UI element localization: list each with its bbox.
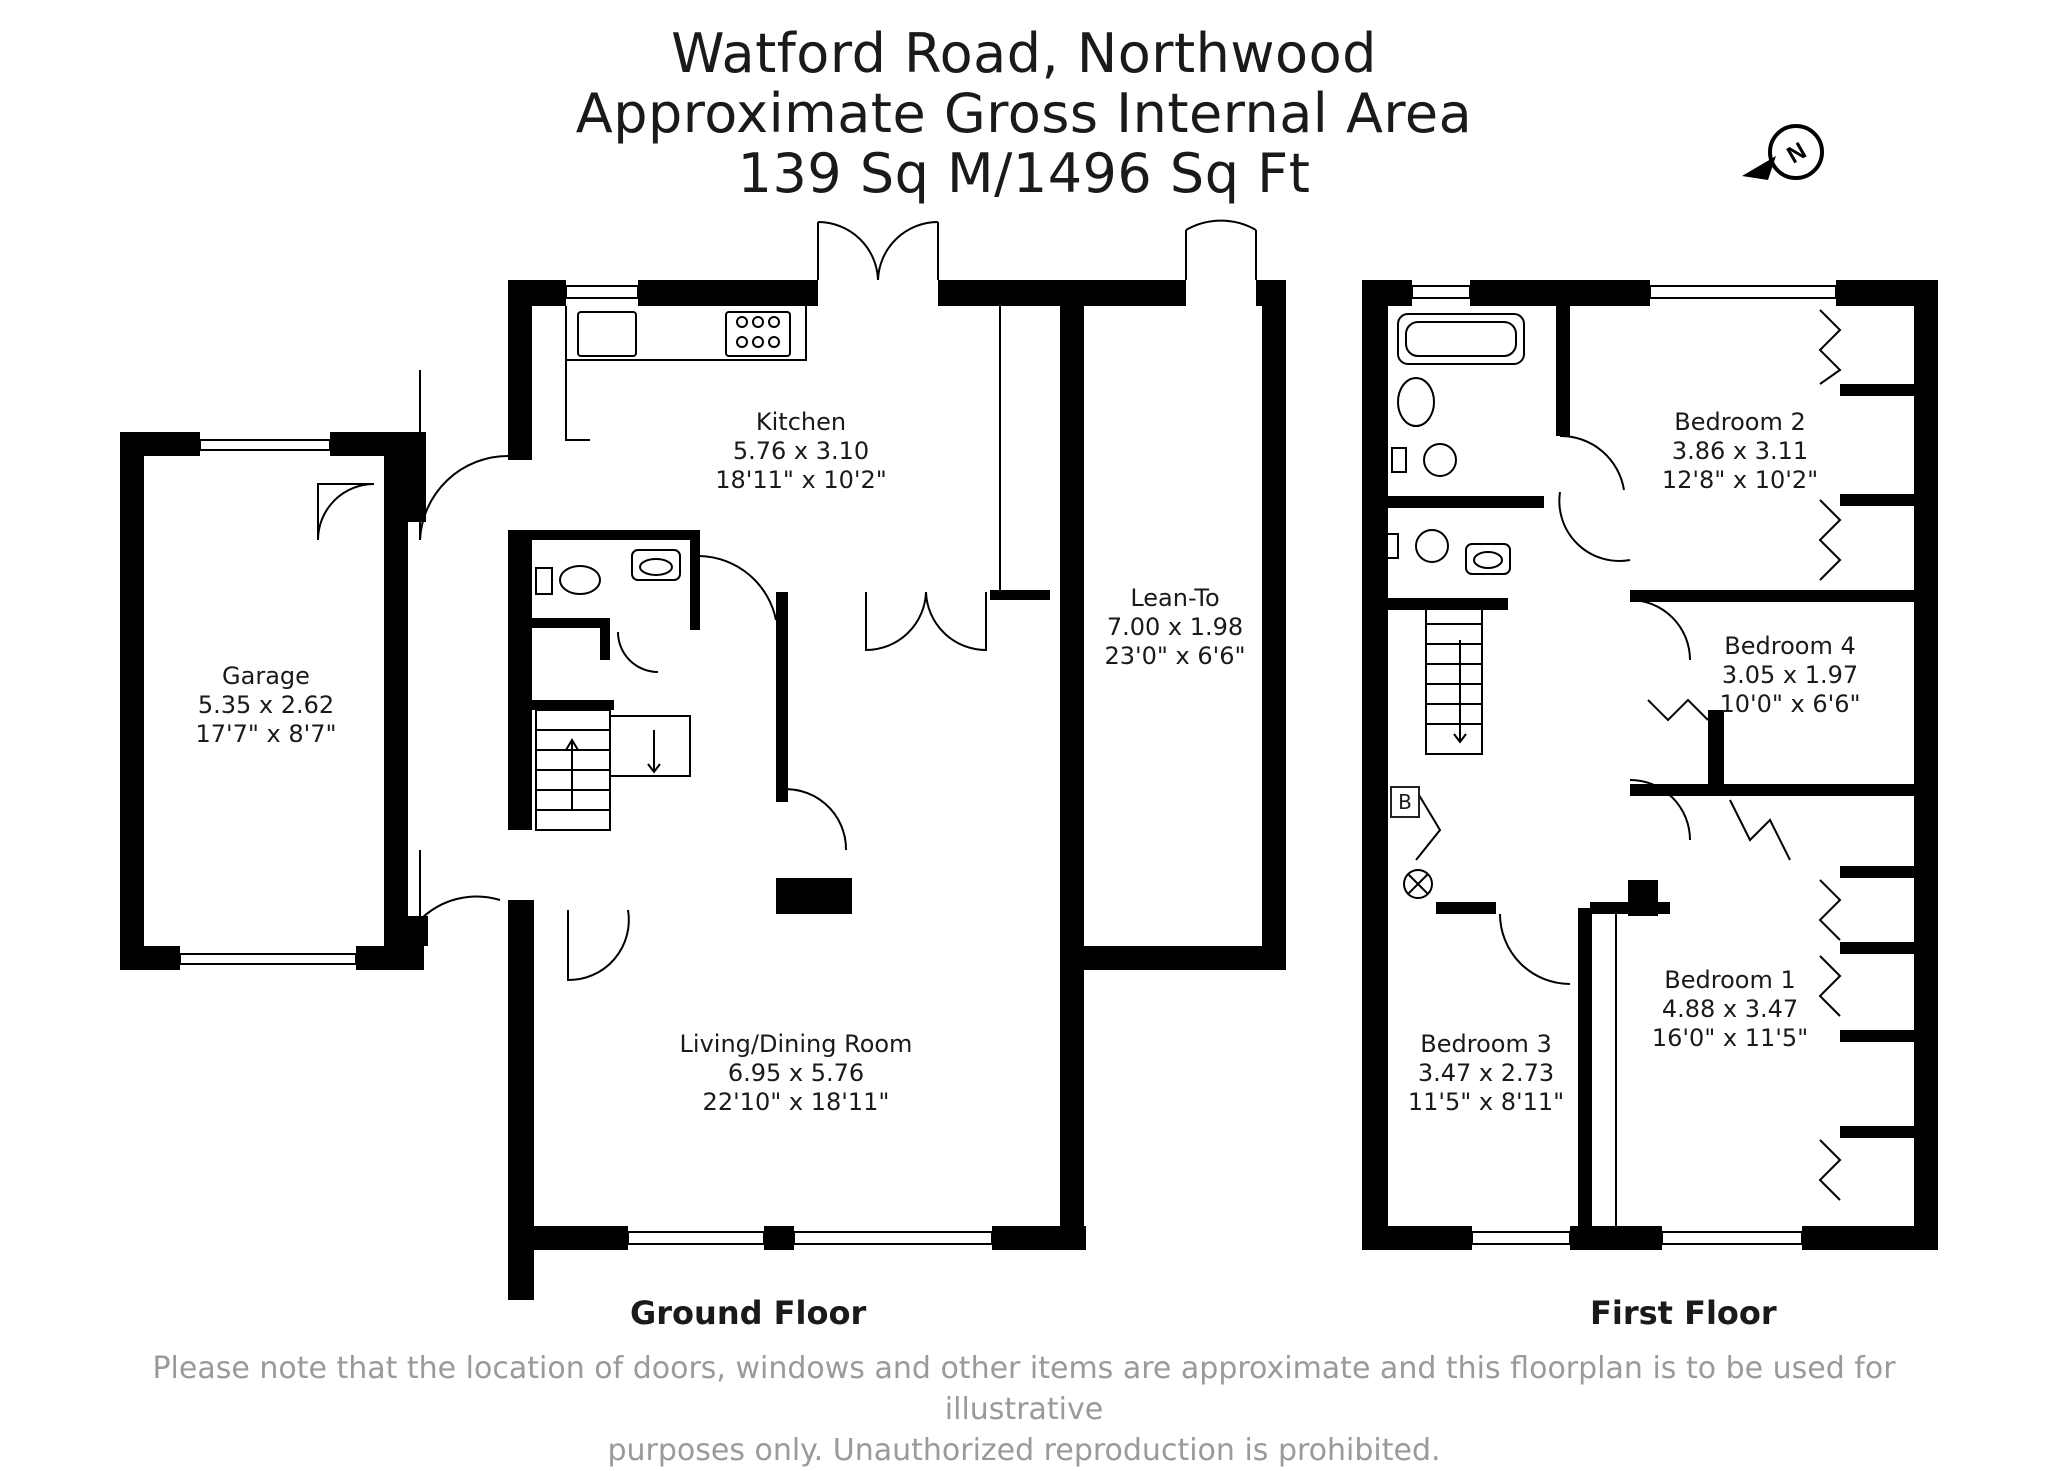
- header: Watford Road, Northwood Approximate Gros…: [0, 24, 2048, 204]
- room-imperial: 18'11" x 10'2": [715, 466, 887, 494]
- room-imperial: 12'8" x 10'2": [1661, 466, 1819, 494]
- room-name: Bedroom 4: [1724, 632, 1856, 660]
- room-name: Kitchen: [755, 408, 847, 436]
- ground-floor-walls: [120, 280, 1286, 1300]
- room-bedroom-1: Bedroom 1 4.88 x 3.47 16'0" x 11'5": [1640, 966, 1820, 1053]
- room-metric: 3.05 x 1.97: [1721, 661, 1859, 689]
- room-metric: 5.76 x 3.10: [732, 437, 870, 465]
- north-label: N: [1782, 137, 1811, 169]
- room-name: Living/Dining Room: [679, 1030, 913, 1058]
- north-compass-icon: [1742, 124, 1824, 180]
- room-name: Garage: [222, 662, 310, 690]
- room-name: Bedroom 3: [1420, 1030, 1552, 1058]
- room-metric: 6.95 x 5.76: [727, 1059, 865, 1087]
- room-bedroom-3: Bedroom 3 3.47 x 2.73 11'5" x 8'11": [1396, 1030, 1576, 1117]
- first-floor-label: First Floor: [1590, 1294, 1777, 1332]
- disclaimer-line-2: purposes only. Unauthorized reproduction…: [607, 1433, 1441, 1468]
- room-imperial: 16'0" x 11'5": [1651, 1024, 1809, 1052]
- area-title: Approximate Gross Internal Area: [575, 82, 1473, 145]
- room-living-dining: Living/Dining Room 6.95 x 5.76 22'10" x …: [656, 1030, 936, 1117]
- address-title: Watford Road, Northwood: [671, 22, 1377, 85]
- area-value: 139 Sq M/1496 Sq Ft: [737, 142, 1311, 205]
- first-floor-walls: [1362, 280, 1938, 1250]
- disclaimer: Please note that the location of doors, …: [110, 1348, 1938, 1471]
- room-kitchen: Kitchen 5.76 x 3.10 18'11" x 10'2": [706, 408, 896, 495]
- room-bedroom-4: Bedroom 4 3.05 x 1.97 10'0" x 6'6": [1700, 632, 1880, 719]
- room-imperial: 11'5" x 8'11": [1407, 1088, 1565, 1116]
- room-imperial: 23'0" x 6'6": [1104, 642, 1246, 670]
- room-imperial: 17'7" x 8'7": [195, 720, 337, 748]
- ground-floor-label: Ground Floor: [630, 1294, 867, 1332]
- room-name: Bedroom 1: [1664, 966, 1796, 994]
- room-garage: Garage 5.35 x 2.62 17'7" x 8'7": [176, 662, 356, 749]
- room-name: Bedroom 2: [1674, 408, 1806, 436]
- room-lean-to: Lean-To 7.00 x 1.98 23'0" x 6'6": [1090, 584, 1260, 671]
- room-metric: 4.88 x 3.47: [1661, 995, 1799, 1023]
- fixtures-and-doors: [179, 219, 1933, 1245]
- room-name: Lean-To: [1130, 584, 1220, 612]
- room-bedroom-2: Bedroom 2 3.86 x 3.11 12'8" x 10'2": [1650, 408, 1830, 495]
- room-metric: 5.35 x 2.62: [197, 691, 335, 719]
- disclaimer-line-1: Please note that the location of doors, …: [152, 1351, 1896, 1427]
- room-imperial: 10'0" x 6'6": [1719, 690, 1861, 718]
- room-metric: 3.86 x 3.11: [1671, 437, 1809, 465]
- room-metric: 7.00 x 1.98: [1106, 613, 1244, 641]
- room-metric: 3.47 x 2.73: [1417, 1059, 1555, 1087]
- room-imperial: 22'10" x 18'11": [702, 1088, 890, 1116]
- boiler-marker: B: [1390, 786, 1420, 818]
